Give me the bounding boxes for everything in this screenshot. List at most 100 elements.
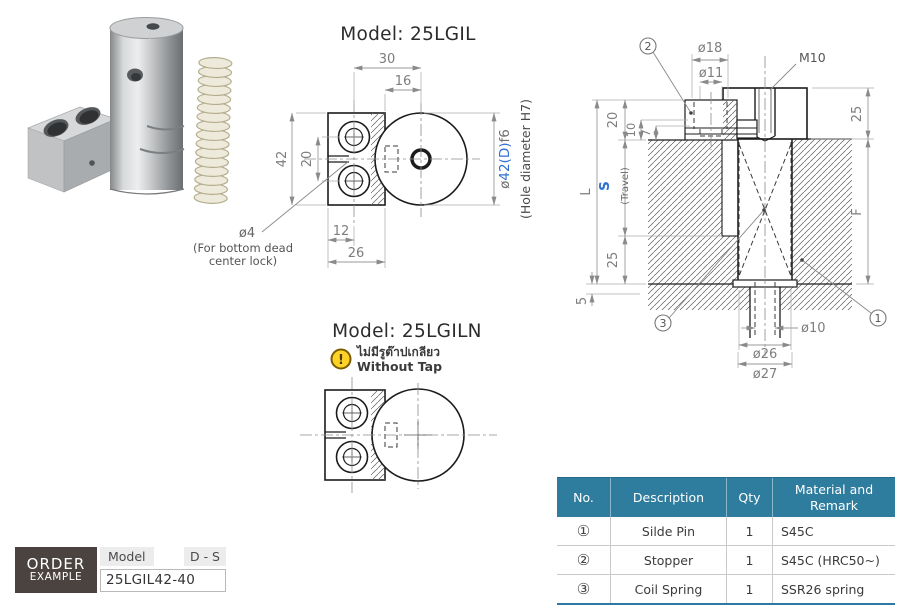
col-header-description: Description	[611, 478, 727, 517]
dim-phi18: ø18	[691, 41, 729, 98]
drawing1-title: Model: 25LGIL	[340, 24, 476, 45]
dim-5: 5	[575, 272, 595, 306]
svg-text:42: 42	[275, 151, 290, 168]
dim-12: 12	[327, 208, 355, 268]
svg-text:25: 25	[850, 106, 865, 123]
cell-description: Silde Pin	[611, 517, 727, 545]
photo-stopper-block	[26, 106, 118, 193]
dim-phi26: ø26	[738, 290, 792, 362]
dim-20-section: 20	[606, 99, 628, 141]
svg-text:25: 25	[606, 252, 621, 269]
dim-F: F	[850, 138, 871, 285]
svg-text:center lock): center lock)	[209, 254, 277, 268]
phi42-label: ø42(D)f6	[497, 129, 513, 189]
cell-material: SSR26 spring	[781, 581, 865, 597]
svg-text:ø27: ø27	[753, 367, 778, 382]
phi4-note: ø4 (For bottom dead center lock)	[193, 160, 350, 268]
cell-qty: 1	[727, 546, 773, 574]
note-thai: ไม่มีรูต๊าปเกลียว	[355, 344, 440, 360]
balloon-2: 2	[639, 37, 693, 115]
dim-S-travel: S (Travel)	[597, 139, 631, 237]
cell-no: ③	[557, 575, 611, 603]
product-photo	[26, 17, 233, 204]
col-header-no: No.	[557, 478, 611, 517]
drawing2-title: Model: 25LGILN	[332, 321, 482, 342]
drawing-25lgil-front-view: Model: 25LGIL 30	[193, 24, 533, 268]
svg-text:F: F	[850, 208, 865, 215]
photo-slide-pin	[109, 17, 185, 195]
order-example-code: 25LGIL42-40	[100, 569, 226, 592]
svg-text:7: 7	[639, 129, 653, 136]
svg-text:L: L	[579, 188, 594, 196]
stopper-tab	[736, 119, 758, 139]
hole-diameter-note: (Hole diameter H7)	[518, 99, 533, 219]
warning-icon: !	[330, 348, 352, 370]
svg-text:ø11: ø11	[699, 66, 724, 81]
order-badge-line1: ORDER	[26, 554, 86, 573]
svg-text:3: 3	[660, 317, 667, 330]
dim-7-section: 7	[639, 125, 690, 141]
svg-text:ø18: ø18	[698, 41, 723, 56]
dim-26: 26	[327, 208, 386, 268]
table-row: ③ Coil Spring 1 SSR26 spring	[557, 575, 895, 603]
note-without-tap: Without Tap	[357, 359, 442, 374]
coil-spring-symbol	[738, 142, 792, 278]
parts-table-header: No. Description Qty Material and Remark	[557, 477, 895, 517]
cell-description: Stopper	[611, 546, 727, 574]
col-header-material: Material and Remark	[794, 481, 874, 513]
dim-L: L	[579, 99, 600, 285]
label-m10: M10	[769, 50, 826, 91]
parts-table: No. Description Qty Material and Remark …	[557, 477, 895, 605]
svg-text:10: 10	[624, 123, 638, 138]
svg-text:2: 2	[645, 40, 652, 53]
dim-42: 42	[275, 112, 326, 206]
balloon-3: 3	[654, 208, 766, 332]
svg-text:20: 20	[606, 112, 621, 129]
dim-25-right: 25	[850, 87, 871, 140]
svg-text:ø4: ø4	[239, 226, 255, 241]
stopper-travel-slot	[721, 139, 739, 237]
cell-no: ②	[557, 546, 611, 574]
cell-material: S45C (HRC50~)	[781, 552, 880, 568]
order-example-badge: ORDER EXAMPLE	[15, 547, 97, 593]
col-header-qty: Qty	[727, 478, 773, 517]
dim-25-left: 25	[606, 235, 628, 285]
dim-10-section: 10	[624, 119, 688, 141]
svg-text:M10: M10	[799, 50, 826, 65]
balloon-1: 1	[800, 258, 887, 327]
svg-text:26: 26	[348, 246, 365, 261]
photo-coil-spring	[193, 57, 233, 204]
svg-text:5: 5	[575, 297, 590, 305]
svg-text:12: 12	[333, 224, 350, 239]
table-row: ② Stopper 1 S45C (HRC50~)	[557, 546, 895, 575]
dim-phi11: ø11	[699, 66, 724, 99]
cell-qty: 1	[727, 575, 773, 603]
svg-text:(Travel): (Travel)	[620, 167, 631, 205]
svg-text:!: !	[338, 353, 344, 368]
order-badge-line2: EXAMPLE	[29, 571, 83, 584]
order-model-label: Model	[100, 547, 154, 566]
svg-text:20: 20	[300, 151, 315, 168]
order-dims-label: D - S	[183, 547, 226, 566]
dim-16: 16	[384, 74, 422, 111]
drawing-25lgiln-front-view: Model: 25LGILN ! ไม่มีรูต๊าปเกลียว Witho…	[300, 321, 497, 493]
svg-text:ø26: ø26	[753, 347, 778, 362]
cell-material: S45C	[781, 523, 814, 539]
svg-text:S: S	[597, 181, 613, 191]
dim-phi27: ø27	[737, 352, 793, 382]
svg-text:ø10: ø10	[801, 321, 826, 336]
dim-phi42: ø42(D)f6 (Hole diameter H7)	[424, 99, 533, 219]
dim-phi10-bottom: ø10	[741, 321, 826, 336]
drawing-section-view: ø18 ø11 M10 2 3 1	[575, 37, 887, 382]
svg-text:30: 30	[379, 52, 396, 67]
svg-text:(For bottom dead: (For bottom dead	[193, 241, 293, 255]
cell-qty: 1	[727, 517, 773, 545]
dim-30: 30	[353, 52, 422, 106]
table-row: ① Silde Pin 1 S45C	[557, 517, 895, 546]
cell-description: Coil Spring	[611, 575, 727, 603]
cell-no: ①	[557, 517, 611, 545]
svg-text:1: 1	[875, 312, 882, 325]
svg-text:16: 16	[395, 74, 412, 89]
